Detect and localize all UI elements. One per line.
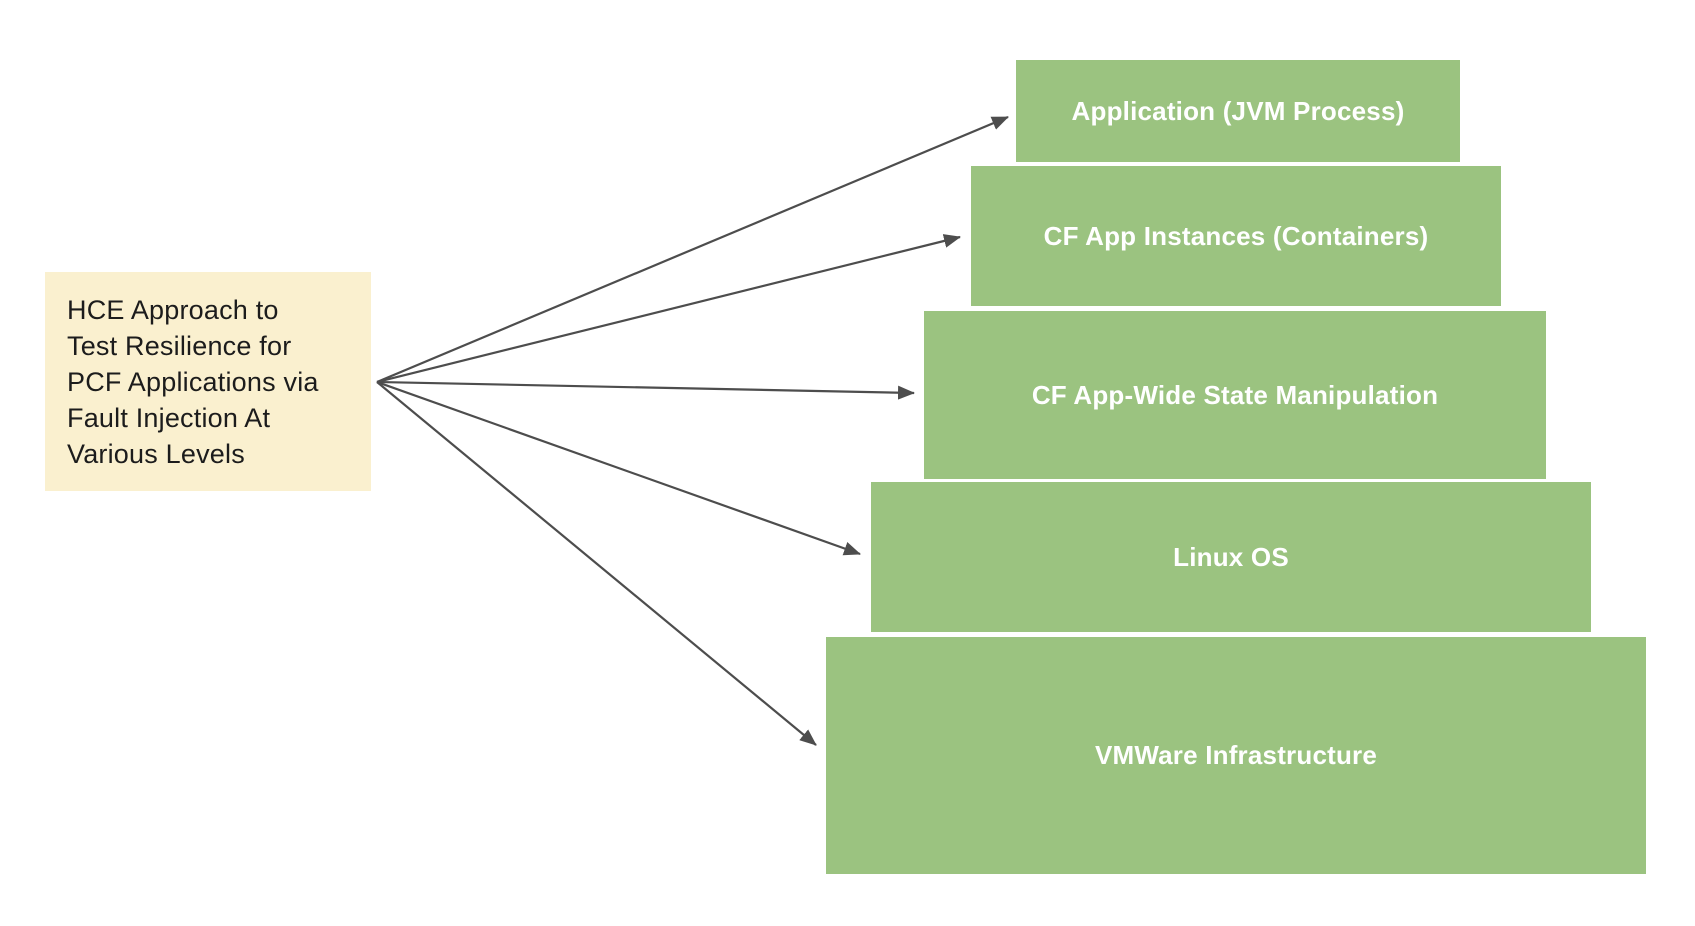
level-cf-app-instances-label: CF App Instances (Containers)	[1043, 220, 1429, 251]
level-cf-app-wide-state: CF App-Wide State Manipulation	[924, 311, 1546, 479]
arrow-to-linux-os	[376, 380, 861, 556]
level-linux-os: Linux OS	[871, 482, 1591, 632]
level-cf-app-instances: CF App Instances (Containers)	[971, 166, 1501, 306]
level-linux-os-label: Linux OS	[1173, 541, 1289, 572]
approach-label-box: HCE Approach to Test Resilience for PCF …	[45, 272, 371, 491]
level-cf-app-wide-state-label: CF App-Wide State Manipulation	[1031, 379, 1439, 410]
arrow-to-cf-app-instances	[376, 234, 961, 384]
arrow-to-vmware-infrastructure	[376, 381, 817, 746]
level-application: Application (JVM Process)	[1016, 60, 1460, 162]
arrow-to-application	[376, 115, 1009, 384]
approach-label-text: HCE Approach to Test Resilience for PCF …	[67, 295, 319, 469]
level-vmware-infrastructure: VMWare Infrastructure	[826, 637, 1646, 874]
level-vmware-infrastructure-label: VMWare Infrastructure	[1094, 740, 1378, 770]
level-application-label: Application (JVM Process)	[1071, 95, 1405, 126]
arrow-to-cf-app-wide-state	[376, 380, 915, 400]
